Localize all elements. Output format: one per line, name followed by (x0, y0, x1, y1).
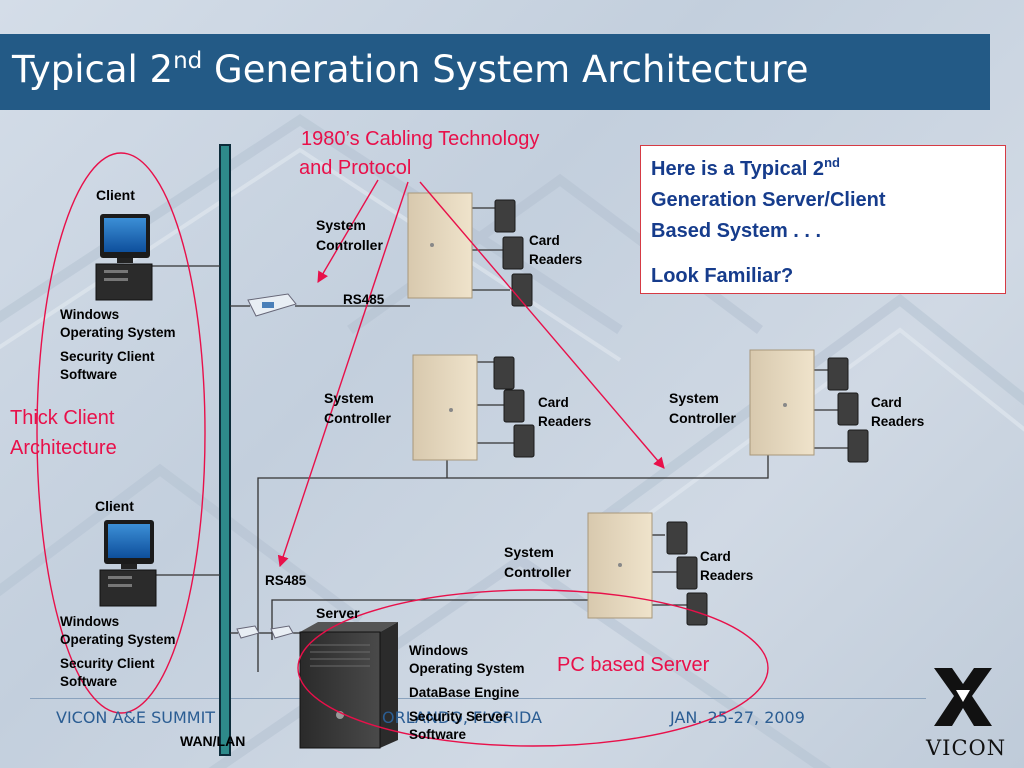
network-bus (219, 144, 231, 756)
card-reader (686, 592, 708, 626)
readers3-label-line1: Card (871, 395, 902, 410)
readers1-label-line2: Readers (529, 252, 583, 267)
slide-title: Typical 2nd Generation System Architectu… (12, 48, 809, 91)
callout-box: Here is a Typical 2nd Generation Server/… (640, 145, 1006, 294)
server-line1: Windows (409, 643, 469, 658)
client-computer-2 (99, 520, 157, 607)
footer-date: JAN. 25-27, 2009 (670, 708, 805, 727)
client1-os-line1: Windows (60, 307, 120, 322)
client1-os-line2: Operating System (60, 325, 176, 340)
controller3-label-line2: Controller (669, 410, 736, 426)
wan-lan-label: WAN/LAN (180, 733, 246, 749)
controller-cabinet-3 (749, 349, 815, 456)
card-reader (494, 199, 516, 233)
client2-os-line2: Operating System (60, 632, 176, 647)
server-line3: DataBase Engine (409, 685, 520, 700)
card-reader (493, 356, 515, 390)
footer-event: VICON A&E SUMMIT (56, 708, 216, 727)
server-tower (299, 622, 398, 749)
readers2-label-line2: Readers (538, 414, 592, 429)
callout-line1: Here is a Typical 2nd (651, 155, 840, 180)
thick-client-annotation-line2: Architecture (10, 437, 117, 459)
rs485-label-1: RS485 (343, 292, 385, 307)
callout-line3: Based System . . . (651, 220, 822, 242)
readers4-label-line1: Card (700, 549, 731, 564)
controller1-label-line2: Controller (316, 237, 383, 253)
controller-cabinet-1 (407, 192, 473, 299)
client2-sw-line1: Security Client (60, 656, 155, 671)
card-reader (513, 424, 535, 458)
server-line2: Operating System (409, 661, 525, 676)
server-line5: Software (409, 727, 467, 742)
controller1-label-line1: System (316, 217, 366, 233)
server-line4: Security Server (409, 709, 509, 724)
controller2-label-line2: Controller (324, 410, 391, 426)
controller4-label-line1: System (504, 544, 554, 560)
card-reader (502, 236, 524, 270)
controller2-label-line1: System (324, 390, 374, 406)
readers4-label-line2: Readers (700, 568, 754, 583)
readers2-label-line1: Card (538, 395, 569, 410)
client1-sw-line2: Software (60, 367, 118, 382)
server-label: Server (316, 605, 360, 621)
client2-os-line1: Windows (60, 614, 120, 629)
controller4-label-line2: Controller (504, 564, 571, 580)
controller3-label-line1: System (669, 390, 719, 406)
card-reader (503, 389, 525, 423)
vicon-logo (934, 668, 992, 726)
pc-server-annotation: PC based Server (557, 654, 710, 676)
rs485-label-2: RS485 (265, 573, 307, 588)
title-bar: Typical 2nd Generation System Architectu… (0, 34, 990, 110)
cabling-arrow-2 (277, 181, 409, 568)
client-label-2: Client (95, 498, 134, 514)
card-reader (847, 429, 869, 463)
cabling-arrow-3 (419, 181, 665, 469)
card-reader (827, 357, 849, 391)
thick-client-ellipse (36, 152, 206, 714)
cabling-arrow-1 (317, 179, 379, 283)
client1-sw-line1: Security Client (60, 349, 155, 364)
thick-client-annotation-line1: Thick Client (10, 407, 115, 429)
cabling-annotation-line2: and Protocol (299, 157, 412, 179)
vicon-logo-text: VICON (926, 736, 1007, 760)
rs485-converter-1 (247, 293, 297, 317)
client-label-1: Client (96, 187, 135, 203)
client2-sw-line2: Software (60, 674, 118, 689)
rs485-converter-2 (236, 625, 294, 639)
card-reader (666, 521, 688, 555)
controller-cabinet-2 (412, 354, 478, 461)
pc-server-ellipse (297, 589, 769, 747)
footer-divider (30, 698, 926, 699)
client-computer-1 (95, 214, 153, 301)
readers3-label-line2: Readers (871, 414, 925, 429)
readers1-label-line1: Card (529, 233, 560, 248)
card-reader (676, 556, 698, 590)
cabling-annotation-line1: 1980’s Cabling Technology (301, 128, 540, 150)
footer-location: ORLANDO, FLORIDA (382, 708, 542, 727)
callout-line2: Generation Server/Client (651, 189, 886, 211)
controller-cabinet-4 (587, 512, 653, 619)
card-readers (493, 199, 869, 626)
card-reader (837, 392, 859, 426)
callout-line4: Look Familiar? (651, 265, 794, 287)
